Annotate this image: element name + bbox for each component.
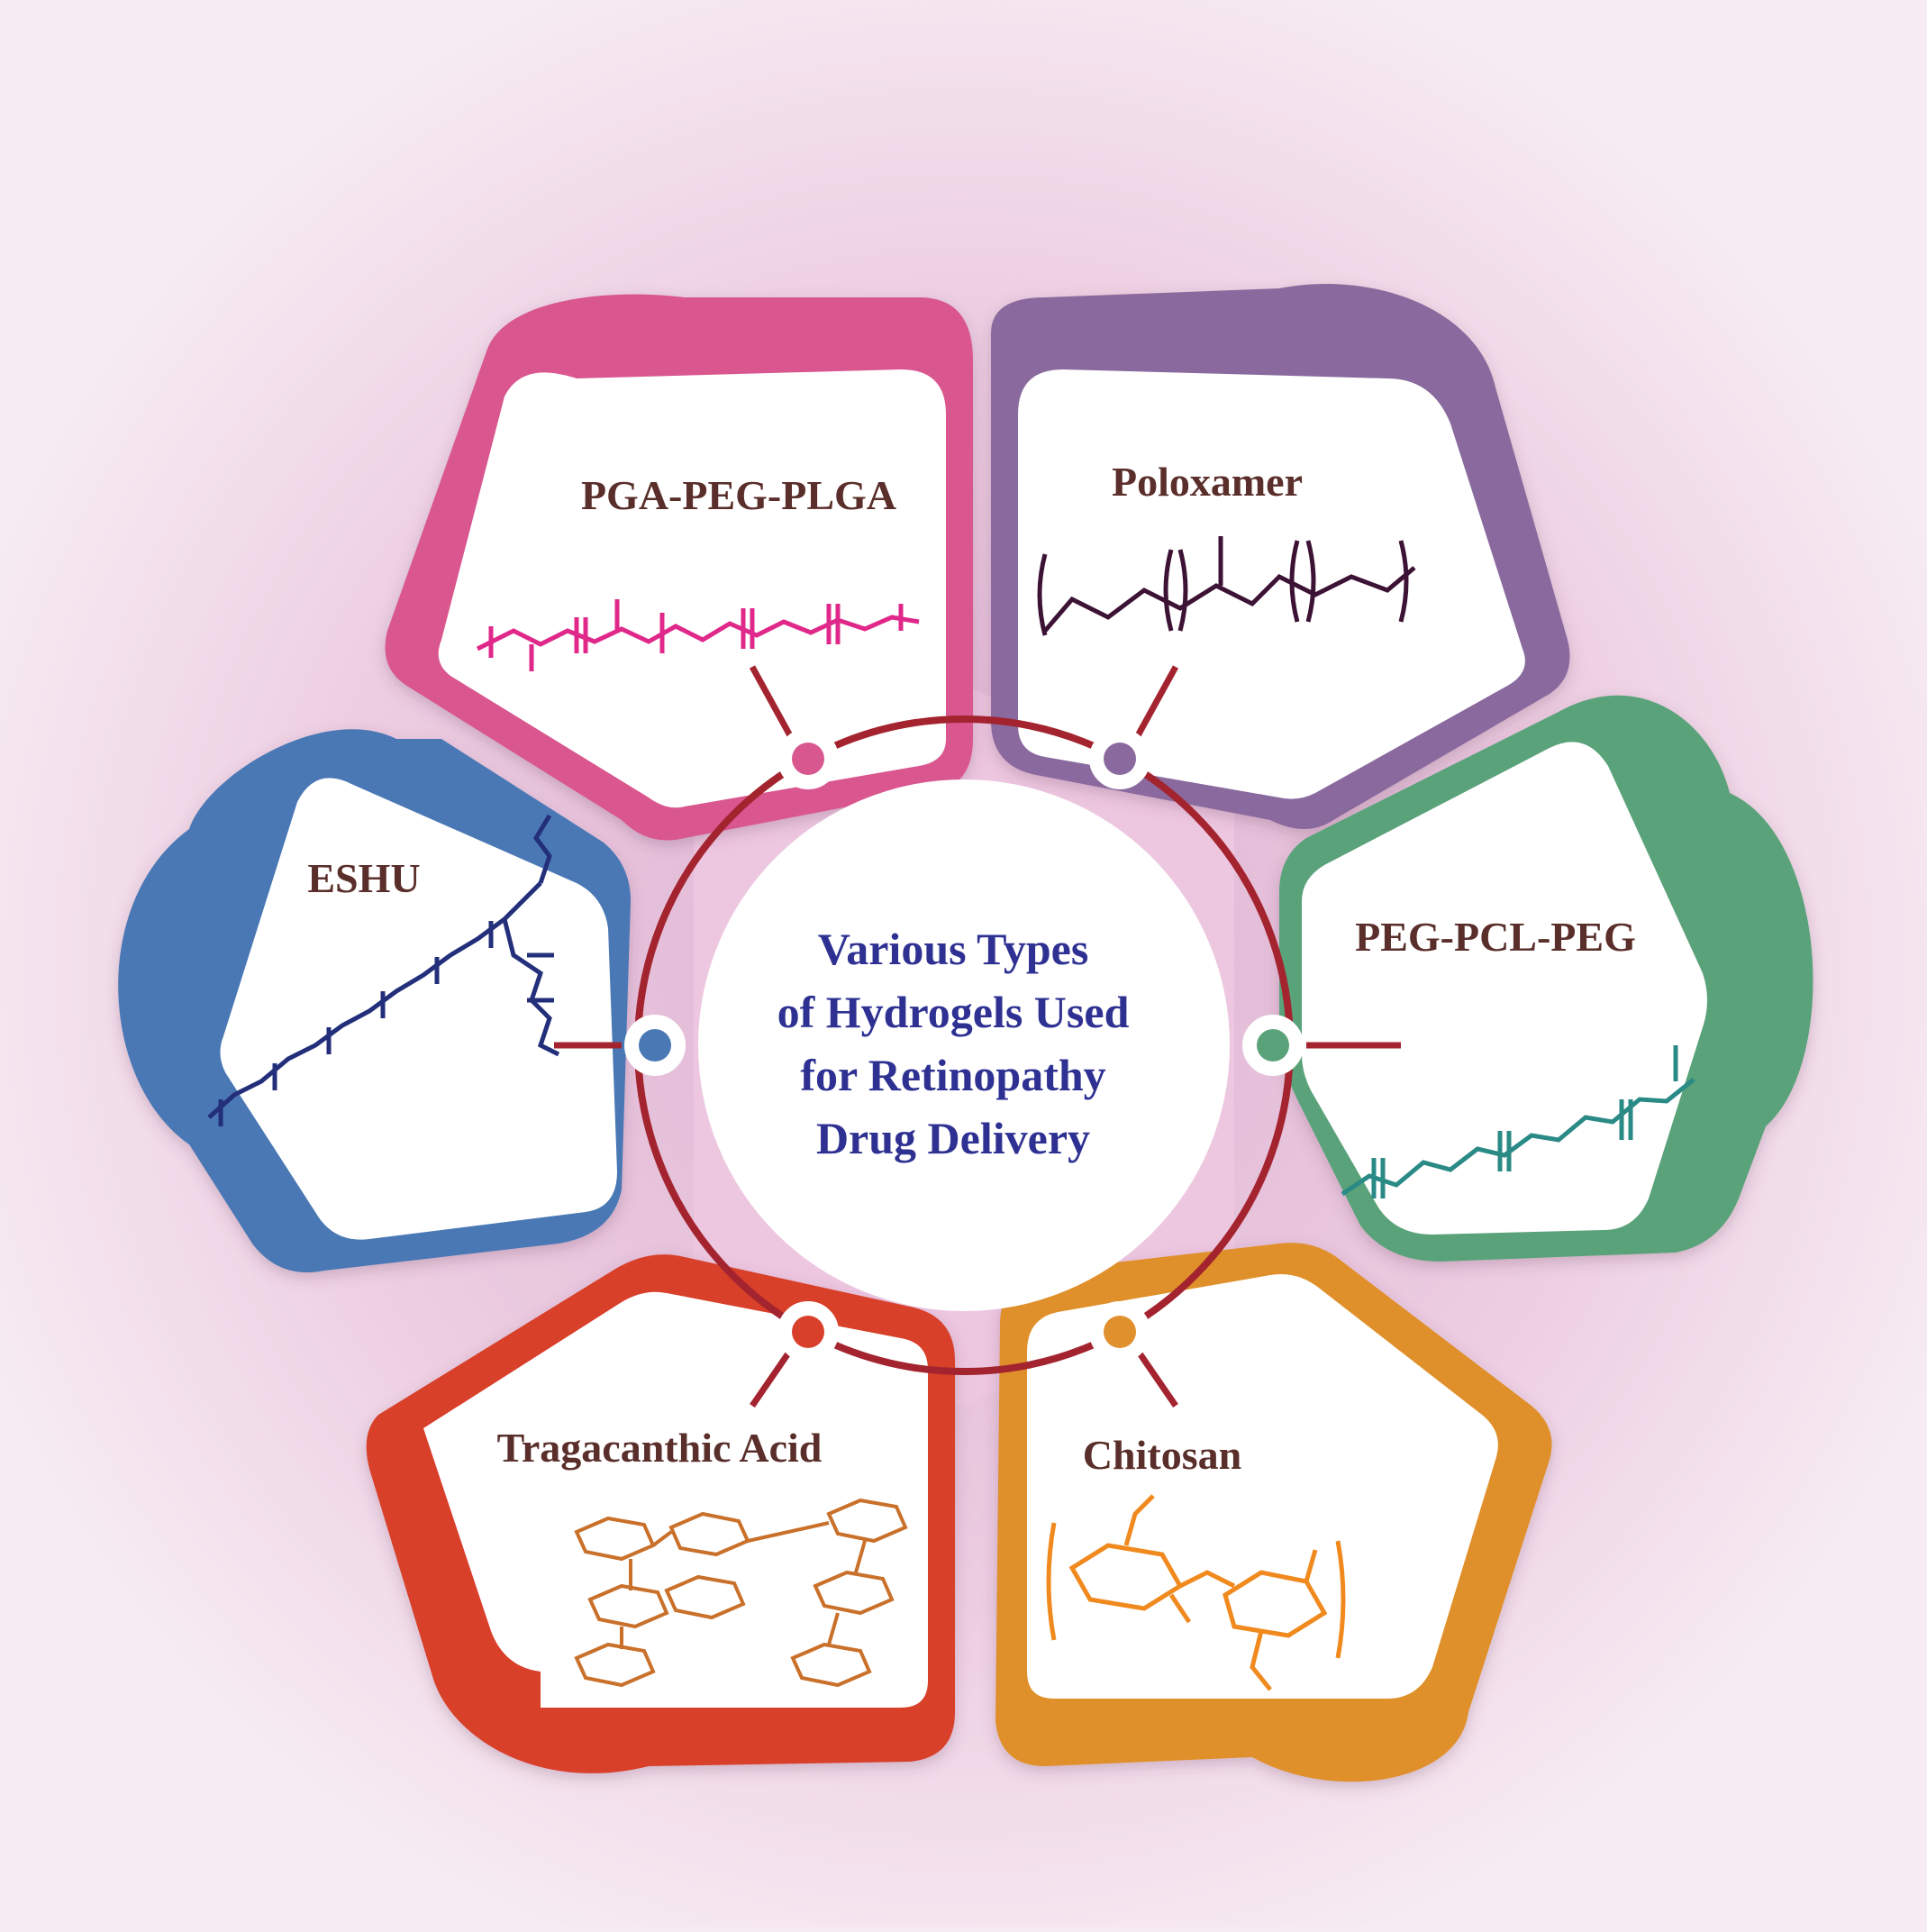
structure-poloxamer: [1037, 536, 1416, 636]
node-dot-chitosan: [1104, 1316, 1136, 1348]
center-ring: [554, 665, 1401, 1408]
petal-chitosan[interactable]: [995, 1243, 1552, 1782]
node-dot-peg-pcl-peg: [1257, 1029, 1289, 1062]
petal-eshu[interactable]: [118, 729, 631, 1272]
structure-chitosan: [1046, 1494, 1346, 1691]
label-eshu: ESHU: [307, 855, 420, 901]
petal-pga-peg-plga-card: [438, 369, 947, 808]
structure-eshu: [207, 814, 560, 1126]
petal-eshu-card: [220, 778, 617, 1240]
petal-tragacanthic-acid-card: [423, 1291, 928, 1708]
node-dot-pga-peg-plga: [792, 743, 824, 775]
center-title: Various Types of Hydrogels Used for Reti…: [777, 924, 1130, 1163]
petal-peg-pcl-peg-card: [1302, 742, 1707, 1235]
center-title-line-3: for Retinopathy: [800, 1050, 1105, 1100]
structure-peg-pcl-peg: [1341, 1045, 1695, 1198]
petal-pga-peg-plga[interactable]: [385, 294, 974, 841]
label-poloxamer: Poloxamer: [1112, 459, 1303, 505]
node-dot-tragacanthic-acid: [792, 1316, 824, 1348]
label-tragacanthic-acid: Tragacanthic Acid: [497, 1425, 823, 1471]
center-circle: [698, 779, 1230, 1311]
center-title-line-1: Various Types: [818, 924, 1089, 974]
petal-peg-pcl-peg[interactable]: [1279, 695, 1813, 1262]
center-title-line-4: Drug Delivery: [816, 1113, 1090, 1163]
petal-chitosan-card: [1027, 1274, 1498, 1699]
label-peg-pcl-peg: PEG-PCL-PEG: [1355, 914, 1636, 960]
petal-tragacanthic-acid[interactable]: [366, 1254, 956, 1773]
node-dot-poloxamer: [1104, 743, 1136, 775]
label-pga-peg-plga: PGA-PEG-PLGA: [581, 472, 896, 518]
node-dot-eshu: [639, 1029, 671, 1062]
label-chitosan: Chitosan: [1083, 1432, 1241, 1478]
center-title-line-2: of Hydrogels Used: [777, 987, 1130, 1037]
structure-tragacanthic-acid: [574, 1498, 908, 1688]
structure-pga-peg-plga: [476, 599, 920, 671]
